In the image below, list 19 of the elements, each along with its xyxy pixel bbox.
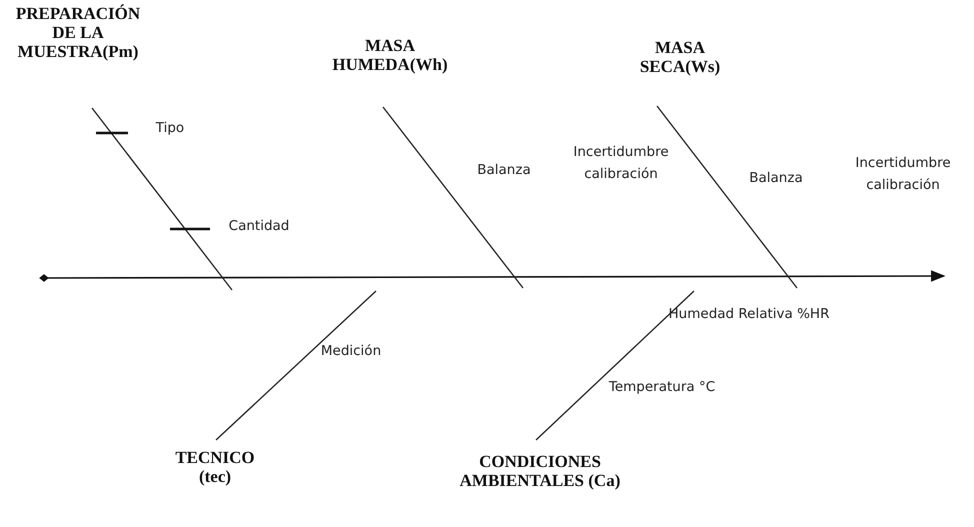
cause-label: Incertidumbre calibración [854,154,952,195]
cause-label: Humedad Relativa %HR [668,305,830,324]
cause-bone-line [656,106,798,288]
cause-label: Balanza [476,161,532,180]
cause-label: Balanza [748,169,804,188]
category-heading: MASA HUMEDA(Wh) [320,36,460,74]
category-heading: TECNICO (tec) [160,448,270,486]
cause-label: Medición [320,342,382,361]
cause-bone-line [91,108,233,290]
cause-label: Tipo [154,119,186,138]
cause-bone-line [382,106,524,288]
category-heading: MASA SECA(Ws) [620,38,740,76]
cause-bone-line [216,290,376,440]
category-heading: CONDICIONES AMBIENTALES (Ca) [455,452,625,490]
cause-label: Incertidumbre calibración [572,143,670,184]
cause-label: Cantidad [228,217,290,236]
cause-bone-line [536,290,694,440]
category-heading: PREPARACIÓN DE LA MUESTRA(Pm) [8,4,148,61]
cause-label: Temperatura °C [608,378,716,397]
